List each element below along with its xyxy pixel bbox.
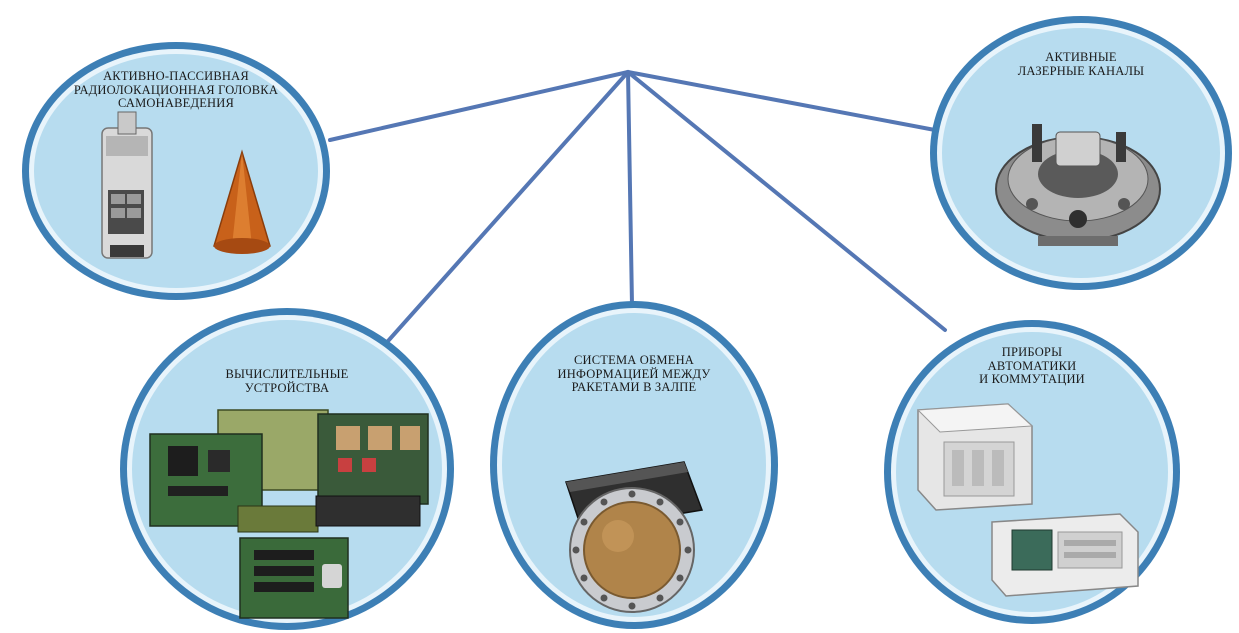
label-line: ВЫЧИСЛИТЕЛЬНЫЕ xyxy=(225,367,349,381)
label-automation-switching: ПРИБОРЫ АВТОМАТИКИ И КОММУТАЦИИ xyxy=(942,345,1122,387)
connector-line-computing-devices xyxy=(378,70,630,352)
disc-data-exchange xyxy=(490,301,778,629)
label-computing-devices: ВЫЧИСЛИТЕЛЬНЫЕ УСТРОЙСТВА xyxy=(197,367,377,395)
label-radar-seeker: АКТИВНО-ПАССИВНАЯ РАДИОЛОКАЦИОННАЯ ГОЛОВ… xyxy=(60,69,292,111)
connector-line-laser-channels xyxy=(626,70,937,132)
seeker-assembly-icon xyxy=(101,111,153,259)
disc-laser-channels xyxy=(930,16,1232,290)
datalink-antenna-icon xyxy=(565,461,704,613)
connector-line-data-exchange xyxy=(626,70,634,307)
node-computing-devices: ВЫЧИСЛИТЕЛЬНЫЕ УСТРОЙСТВА xyxy=(118,306,456,632)
label-line: САМОНАВЕДЕНИЯ xyxy=(117,96,235,110)
node-data-exchange: СИСТЕМА ОБМЕНА ИНФОРМАЦИЕЙ МЕЖДУ РАКЕТАМ… xyxy=(488,298,780,631)
label-line: ПРИБОРЫ xyxy=(1001,345,1063,359)
label-line: ИНФОРМАЦИЕЙ МЕЖДУ xyxy=(557,366,711,381)
label-line: ЛАЗЕРНЫЕ КАНАЛЫ xyxy=(1017,63,1145,78)
label-line: АВТОМАТИКИ xyxy=(987,358,1077,373)
label-data-exchange: СИСТЕМА ОБМЕНА ИНФОРМАЦИЕЙ МЕЖДУ РАКЕТАМ… xyxy=(534,353,734,395)
node-automation-switching: ПРИБОРЫ АВТОМАТИКИ И КОММУТАЦИИ xyxy=(882,318,1182,626)
label-line: АКТИВНЫЕ xyxy=(1045,50,1117,64)
label-line: АКТИВНО-ПАССИВНАЯ xyxy=(103,69,249,83)
node-radar-seeker: АКТИВНО-ПАССИВНАЯ РАДИОЛОКАЦИОННАЯ ГОЛОВ… xyxy=(20,40,332,302)
disc-radar-seeker xyxy=(22,42,330,300)
disc-automation-switching xyxy=(884,320,1180,624)
label-laser-channels: АКТИВНЫЕ ЛАЗЕРНЫЕ КАНАЛЫ xyxy=(991,50,1171,78)
laser-unit-icon xyxy=(995,124,1161,246)
connector-line-automation-switching xyxy=(626,70,947,332)
node-laser-channels: АКТИВНЫЕ ЛАЗЕРНЫЕ КАНАЛЫ xyxy=(928,14,1234,292)
switching-units-icon xyxy=(916,403,1139,597)
label-line: СИСТЕМА ОБМЕНА xyxy=(573,353,695,367)
label-line: И КОММУТАЦИИ xyxy=(979,372,1085,386)
disc-computing-devices xyxy=(120,308,454,630)
radome-cone-icon xyxy=(213,149,271,254)
circuit-boards-icon xyxy=(149,409,429,619)
connector-line-radar-seeker xyxy=(328,70,630,142)
label-line: РАДИОЛОКАЦИОННАЯ ГОЛОВКА xyxy=(73,82,279,97)
label-line: УСТРОЙСТВА xyxy=(244,380,330,395)
label-line: РАКЕТАМИ В ЗАЛПЕ xyxy=(571,380,697,394)
